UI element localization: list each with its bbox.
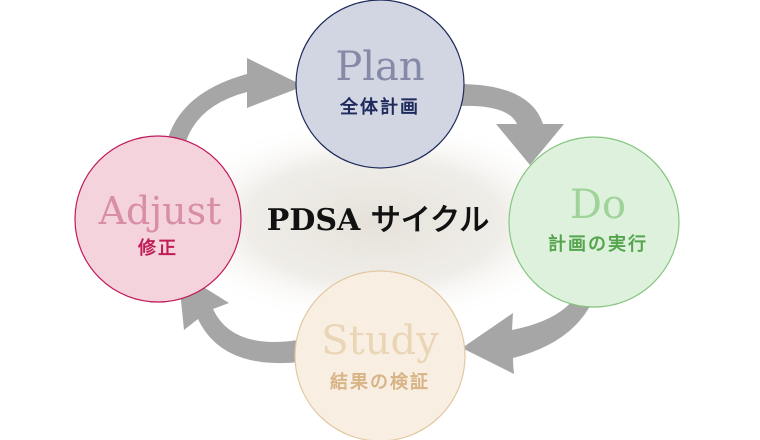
adjust-jp-label: 修正 (137, 237, 178, 259)
cycle-arrows (164, 58, 602, 374)
arrow-study-to-adjust (178, 271, 300, 364)
plan-jp-label: 全体計画 (339, 96, 420, 118)
arrow-plan-to-do (458, 84, 564, 165)
adjust-circle (74, 135, 242, 303)
background-glow (160, 117, 590, 327)
plan-en-label: Plan (335, 44, 424, 90)
stage-adjust: Adjust 修正 (74, 135, 242, 303)
stage-plan: Plan 全体計画 (295, 0, 465, 169)
adjust-en-label: Adjust (98, 189, 222, 233)
plan-circle (295, 0, 465, 169)
do-jp-label: 計画の実行 (548, 233, 648, 255)
study-en-label: Study (321, 318, 439, 364)
study-jp-label: 結果の検証 (330, 371, 430, 393)
do-en-label: Do (570, 182, 626, 228)
arrow-adjust-to-plan (164, 58, 304, 162)
stage-study: Study 結果の検証 (294, 270, 466, 440)
stage-do: Do 計画の実行 (508, 136, 680, 308)
study-circle (294, 270, 466, 440)
arrow-do-to-study (462, 270, 602, 374)
cycle-title: PDSA サイクル (267, 203, 489, 238)
do-circle (508, 136, 680, 308)
